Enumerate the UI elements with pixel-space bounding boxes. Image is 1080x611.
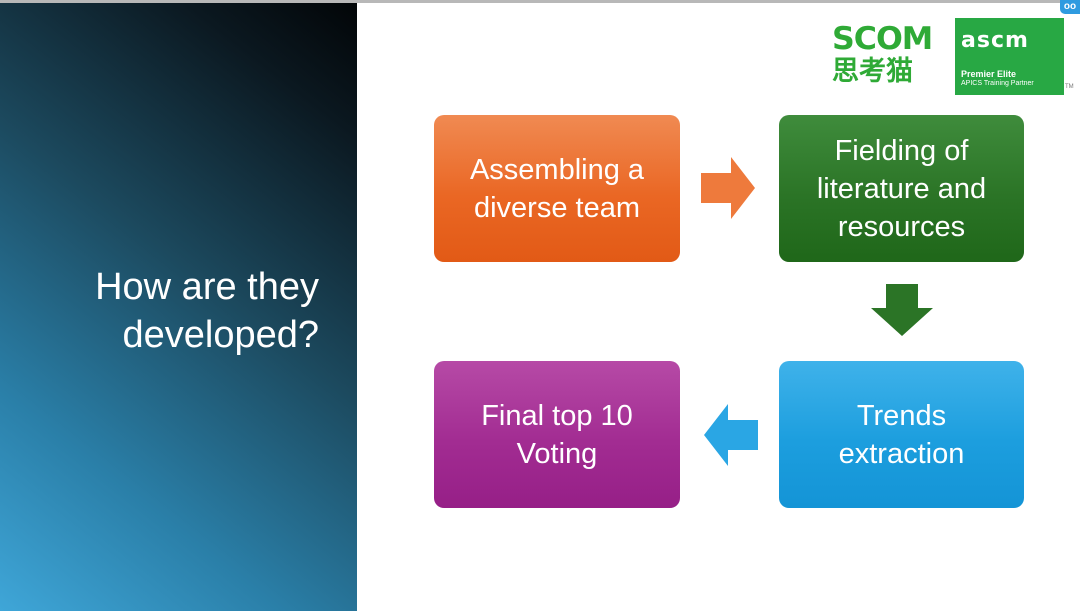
slide-title: How are they developed? [95,263,319,359]
scom-logo-chinese: 思考猫 [832,56,913,87]
step-3-line-1: Trends [856,399,947,432]
ascm-logo-premier: Premier Elite [961,69,1017,79]
step-3-line-2: extraction [838,437,965,470]
title-panel: How are they developed? [0,3,357,611]
step-2-line-3: resources [837,210,966,243]
step-assembling-team: Assembling a diverse team [434,115,680,262]
ascm-logo-partner: APICS Training Partner [961,80,1034,87]
top-border [0,0,1080,3]
slide-title-line-2: developed? [122,314,319,356]
arrow-left-icon [704,404,758,466]
arrow-down-icon [871,284,933,336]
step-2-line-2: literature and [816,172,987,205]
arrow-right-icon [701,157,755,219]
step-1-line-2: diverse team [473,191,640,224]
step-1-line-1: Assembling a [469,153,645,186]
trademark-mark: TM [1065,84,1074,90]
step-2-line-1: Fielding of [834,134,969,167]
step-final-voting: Final top 10 Voting [434,361,680,508]
corner-link-icon[interactable]: oo [1060,0,1080,14]
step-fielding-literature: Fielding of literature and resources [779,115,1024,262]
step-4-line-1: Final top 10 [481,399,633,432]
ascm-logo: ascm Premier Elite APICS Training Partne… [955,18,1064,95]
step-4-line-2: Voting [516,437,598,470]
step-trends-extraction: Trends extraction [779,361,1024,508]
ascm-logo-text: ascm [961,28,1029,53]
scom-logo-text: SCOM [832,21,933,57]
slide-title-line-1: How are they [95,266,319,308]
scom-logo: SCOM 思考猫 [832,21,933,92]
